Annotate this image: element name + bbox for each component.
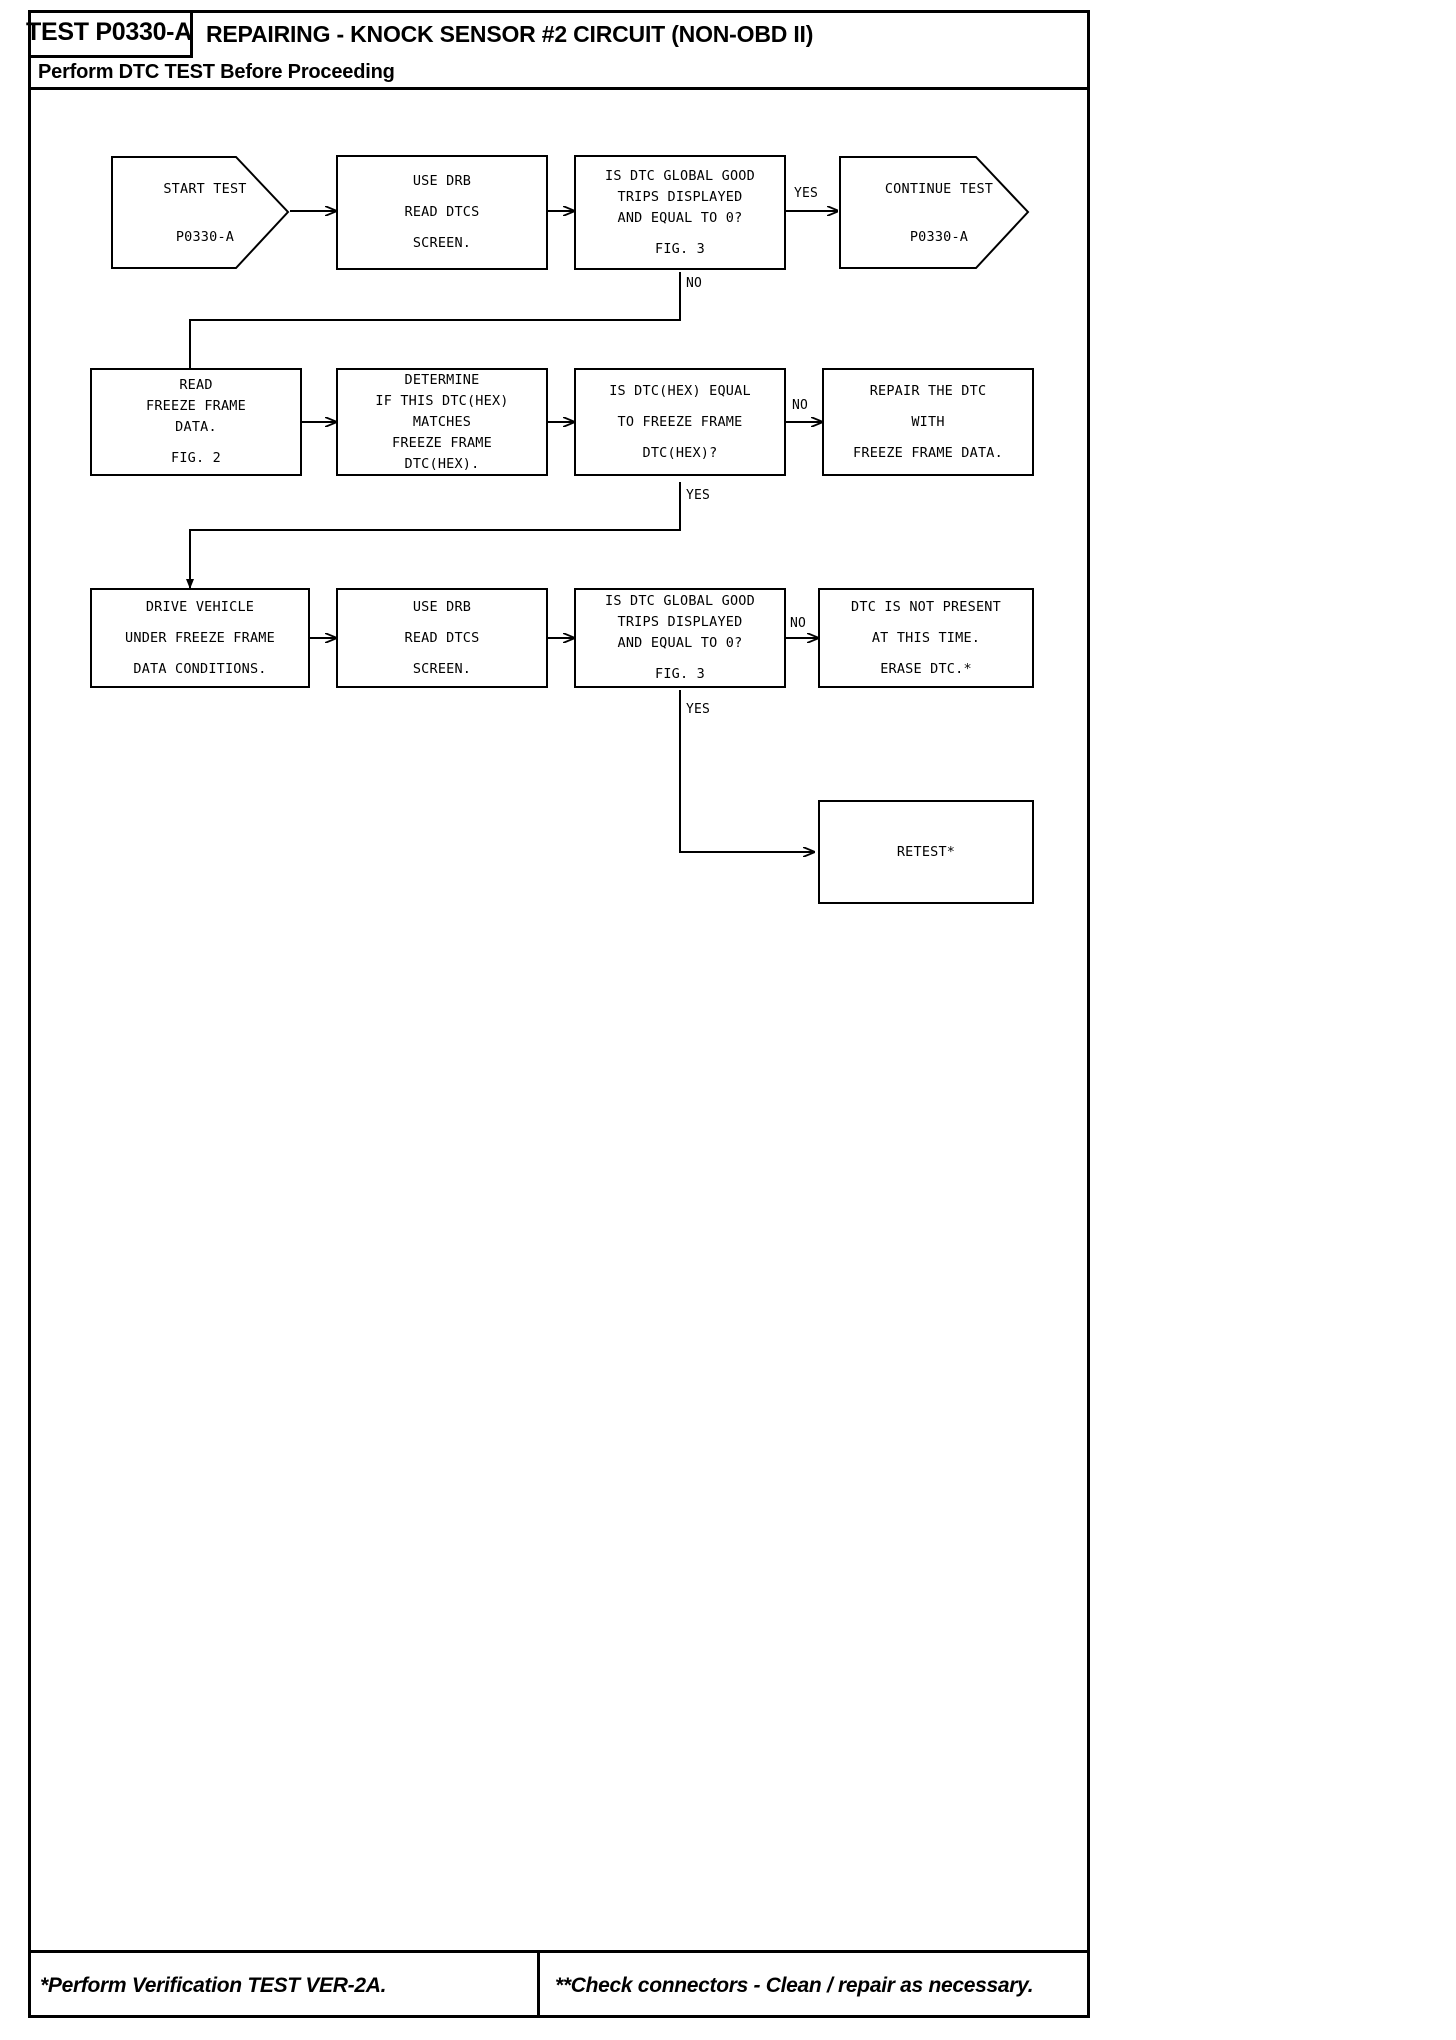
edge-label-yes-2: YES bbox=[686, 488, 711, 503]
edge-label-no-2: NO bbox=[792, 398, 809, 413]
line: IS DTC(HEX) EQUAL bbox=[609, 382, 751, 399]
edge-label-yes-1: YES bbox=[794, 186, 819, 201]
flow-node-use-drb-read-dtcs-2[interactable]: USE DRB READ DTCS SCREEN. bbox=[336, 588, 548, 688]
line: AND EQUAL TO 0? bbox=[617, 635, 743, 651]
flow-node-is-dtc-global-good-trips-1[interactable]: IS DTC GLOBAL GOOD TRIPS DISPLAYED AND E… bbox=[574, 155, 786, 270]
document-border bbox=[28, 10, 1090, 2018]
footer-left-note: *Perform Verification TEST VER-2A. bbox=[40, 1973, 387, 1997]
line: SCREEN. bbox=[412, 235, 472, 251]
line: DETERMINE bbox=[404, 371, 480, 388]
test-id-label: TEST P0330-A bbox=[26, 18, 192, 46]
line: DRIVE VEHICLE bbox=[145, 598, 255, 615]
subheader: Perform DTC TEST Before Proceeding bbox=[28, 58, 1090, 90]
flow-node-repair-the-dtc[interactable]: REPAIR THE DTC WITH FREEZE FRAME DATA. bbox=[822, 368, 1034, 476]
flow-node-label: CONTINUE TEST P0330-A bbox=[835, 153, 1033, 273]
line: READ DTCS bbox=[404, 204, 480, 220]
line: ERASE DTC.* bbox=[880, 660, 972, 677]
line: DTC(HEX)? bbox=[642, 444, 718, 461]
flow-node-start-test[interactable]: START TEST P0330-A bbox=[110, 155, 290, 270]
line: DTC(HEX). bbox=[404, 455, 480, 472]
flow-node-use-drb-read-dtcs-1[interactable]: USE DRB READ DTCS SCREEN. bbox=[336, 155, 548, 270]
line: FREEZE FRAME bbox=[392, 434, 492, 451]
edge-label-no-3: NO bbox=[790, 616, 807, 631]
line: TRIPS DISPLAYED bbox=[617, 188, 743, 205]
line: UNDER FREEZE FRAME bbox=[125, 629, 275, 646]
line: START TEST bbox=[163, 180, 247, 197]
flow-node-continue-test[interactable]: CONTINUE TEST P0330-A bbox=[838, 155, 1030, 270]
line: REPAIR THE DTC bbox=[869, 382, 987, 399]
line: FIG. 3 bbox=[655, 666, 705, 682]
line: DTC IS NOT PRESENT bbox=[851, 598, 1001, 615]
footer-right-cell: **Check connectors - Clean / repair as n… bbox=[543, 1953, 1087, 2018]
line: FIG. 3 bbox=[655, 240, 705, 257]
flow-node-drive-vehicle[interactable]: DRIVE VEHICLE UNDER FREEZE FRAME DATA CO… bbox=[90, 588, 310, 688]
footer-left-cell: *Perform Verification TEST VER-2A. bbox=[28, 1953, 540, 2018]
footer: *Perform Verification TEST VER-2A. **Che… bbox=[28, 1950, 1090, 2018]
header: TEST P0330-A REPAIRING - KNOCK SENSOR #2… bbox=[26, 10, 1090, 58]
line: SCREEN. bbox=[412, 660, 472, 677]
line: TRIPS DISPLAYED bbox=[617, 614, 743, 630]
line: P0330-A bbox=[909, 228, 969, 245]
line: IS DTC GLOBAL GOOD bbox=[605, 593, 755, 609]
line: TO FREEZE FRAME bbox=[617, 413, 743, 430]
flow-node-retest[interactable]: RETEST* bbox=[818, 800, 1034, 904]
flow-node-read-freeze-frame-data[interactable]: READ FREEZE FRAME DATA. FIG. 2 bbox=[90, 368, 302, 476]
arrow-shape bbox=[111, 156, 290, 269]
line: AND EQUAL TO 0? bbox=[617, 209, 743, 226]
arrow-shape bbox=[839, 156, 1030, 269]
line: IS DTC GLOBAL GOOD bbox=[605, 167, 755, 184]
line: AT THIS TIME. bbox=[871, 629, 981, 646]
line: DATA. bbox=[175, 419, 217, 435]
line: FIG. 2 bbox=[171, 450, 221, 466]
line: CONTINUE TEST bbox=[884, 180, 994, 197]
line: READ bbox=[179, 377, 213, 393]
line: USE DRB bbox=[412, 173, 472, 189]
footer-right-note: **Check connectors - Clean / repair as n… bbox=[555, 1973, 1034, 1997]
flow-node-dtc-not-present[interactable]: DTC IS NOT PRESENT AT THIS TIME. ERASE D… bbox=[818, 588, 1034, 688]
edge-label-no-1: NO bbox=[686, 276, 703, 291]
line: READ DTCS bbox=[404, 629, 480, 646]
line: FREEZE FRAME bbox=[146, 398, 246, 414]
line: USE DRB bbox=[412, 598, 472, 615]
flow-node-is-dtc-hex-equal[interactable]: IS DTC(HEX) EQUAL TO FREEZE FRAME DTC(HE… bbox=[574, 368, 786, 476]
subheader-label: Perform DTC TEST Before Proceeding bbox=[38, 61, 395, 83]
line: RETEST* bbox=[896, 843, 956, 860]
flow-node-is-dtc-global-good-trips-2[interactable]: IS DTC GLOBAL GOOD TRIPS DISPLAYED AND E… bbox=[574, 588, 786, 688]
flow-node-determine-if-dtc-matches[interactable]: DETERMINE IF THIS DTC(HEX) MATCHES FREEZ… bbox=[336, 368, 548, 476]
test-id-box: TEST P0330-A bbox=[26, 10, 193, 58]
line: DATA CONDITIONS. bbox=[133, 660, 267, 677]
line: WITH bbox=[911, 413, 945, 430]
line: FREEZE FRAME DATA. bbox=[853, 444, 1003, 461]
line: MATCHES bbox=[412, 413, 472, 430]
page-title: REPAIRING - KNOCK SENSOR #2 CIRCUIT (NON… bbox=[206, 20, 814, 47]
edge-label-yes-3: YES bbox=[686, 702, 711, 717]
flow-node-label: START TEST P0330-A bbox=[113, 153, 286, 273]
line: IF THIS DTC(HEX) bbox=[375, 392, 509, 409]
line: P0330-A bbox=[175, 228, 235, 245]
